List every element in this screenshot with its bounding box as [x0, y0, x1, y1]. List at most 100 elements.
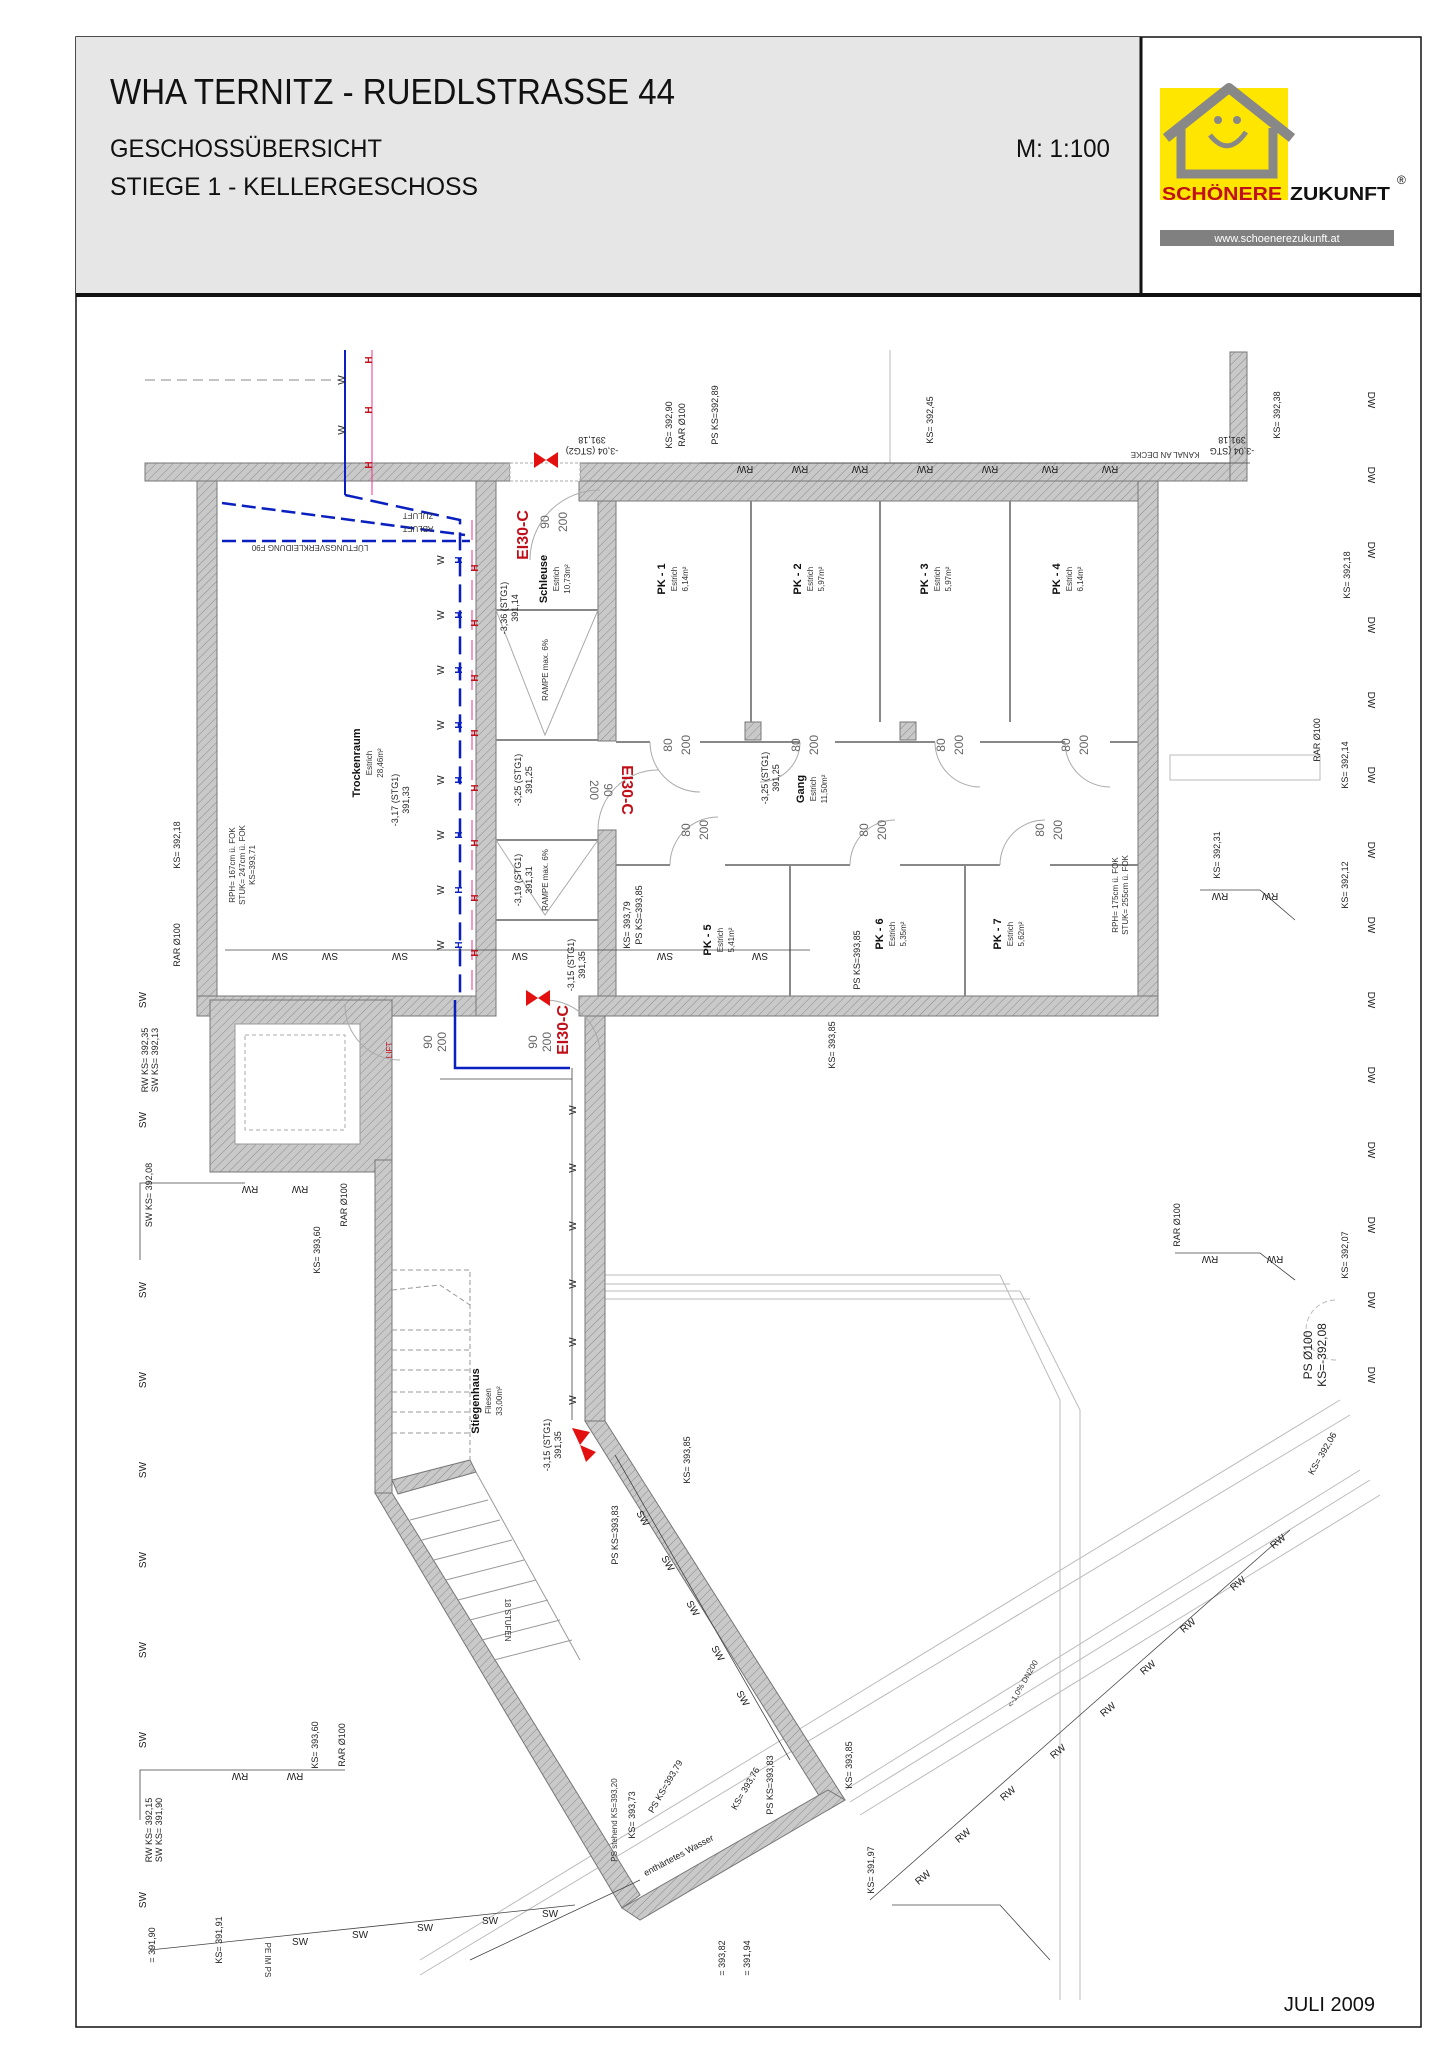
room-floor: Estrich — [809, 777, 818, 801]
room-floor: Estrich — [933, 567, 942, 591]
pipe-code-label: DW — [1365, 617, 1376, 634]
pipe-code-label: SW — [352, 1930, 369, 1941]
pipe-code-label: RW — [286, 1770, 303, 1781]
inspection-label: PS KS=393,83 — [765, 1755, 775, 1814]
door-height: 200 — [1051, 820, 1065, 840]
inspection-label: = 391,94 — [742, 1940, 752, 1975]
pipe-code-label: SW — [751, 950, 768, 961]
window-note: RPH= 167cm ü. FOK — [228, 827, 237, 903]
pipe-code-label: DW — [1365, 1367, 1376, 1384]
door-width: 80 — [1033, 823, 1047, 837]
ramp-label: RAMPE max. 6% — [541, 639, 550, 701]
pipe-code-label: H — [454, 556, 465, 563]
door-height: 200 — [807, 735, 821, 755]
steps-label: 18 STUFEN — [503, 1598, 512, 1641]
level-relative: -3,36 (STG1) — [499, 582, 509, 635]
pipe-code-label: SW — [138, 1371, 149, 1388]
room-name: PK - 7 — [992, 918, 1004, 949]
door-width: 90 — [421, 1035, 435, 1049]
pipe-code-label: SW — [138, 1111, 149, 1128]
inspection-label: KS= 392,12 — [1340, 861, 1350, 908]
pipe-code-label: H — [470, 784, 481, 791]
inspection-label: KS= 392,06 — [1306, 1431, 1338, 1477]
pipe-code-label: H — [364, 406, 375, 413]
pipe-code-label: RW — [1269, 1532, 1289, 1551]
door-width: 80 — [857, 823, 871, 837]
inspection-label: KS= 392,18 — [1342, 551, 1352, 598]
pipe-code-label: RW — [999, 1784, 1019, 1803]
level-absolute: 391,35 — [577, 951, 587, 979]
door-height: 200 — [556, 512, 570, 532]
pipe-code-label: H — [470, 729, 481, 736]
inspection-label: RW KS= 392,35 — [140, 1028, 150, 1093]
pipe-code-label: RW — [981, 463, 998, 474]
drawing-date: JULI 2009 — [1284, 1994, 1375, 2016]
pipe-code-label: W — [436, 830, 447, 840]
inspection-label: KS= 393,76 — [729, 1766, 761, 1812]
level-absolute: 391,18 — [1218, 435, 1246, 445]
pipe-code-label: SW — [138, 1641, 149, 1658]
door-height: 200 — [540, 1032, 554, 1052]
pipe-code-label: H — [454, 941, 465, 948]
room-floor: Estrich — [1006, 922, 1015, 946]
ramps — [495, 609, 599, 916]
room-area: 28,46m² — [376, 748, 385, 778]
door-height: 200 — [875, 820, 889, 840]
pipe-code-label: H — [454, 831, 465, 838]
room-area: 11,50m² — [820, 774, 829, 803]
room-area: 5,35m² — [899, 921, 908, 946]
pipe-code-label: W — [568, 1337, 579, 1347]
pipe-code-label: SW — [292, 1937, 309, 1948]
inspection-label: KS= 392,31 — [1212, 831, 1222, 878]
fire-damper-icons — [526, 452, 596, 1462]
channel-label: KANAL AN DECKE — [1131, 450, 1200, 459]
annotations: RAMPE max. 6% RAMPE max. 6% LÜFTUNGSVERK… — [228, 450, 1329, 1977]
level-absolute: 391,25 — [771, 764, 781, 792]
pipe-code-label: RW — [916, 463, 933, 474]
inspection-label: KS= 392,14 — [1340, 741, 1350, 788]
room-name: PK - 2 — [792, 563, 804, 594]
window-note: STUK= 247cm ü. FOK — [238, 824, 247, 904]
room-area: 5,41m² — [727, 927, 736, 952]
inspection-label: RAR Ø100 — [1312, 718, 1322, 762]
pipe-code-label: H — [454, 666, 465, 673]
pipe-code-label: H — [364, 461, 375, 468]
pipe-code-label: W — [436, 885, 447, 895]
level-absolute: 391,14 — [510, 594, 520, 622]
room-area: 6,14m² — [681, 566, 690, 591]
level-relative: -3,15 (STG1) — [566, 939, 576, 992]
slope-label: <-1,0% DN200 — [1006, 1658, 1040, 1709]
inspection-label: SW KS= 392,08 — [144, 1163, 154, 1227]
pipe-code-label: SW — [138, 1891, 149, 1908]
pipe-code-label: RW — [1266, 1253, 1283, 1264]
level-markers: -3,36 (STG1)391,14-3,17 (STG1)391,33-3,2… — [390, 435, 1254, 1471]
inspection-label: PS KS=393,83 — [610, 1505, 620, 1564]
inspection-label: SW KS= 392,13 — [150, 1028, 160, 1092]
exhaust-air-label: ABLUFT — [403, 524, 434, 533]
ps-d100-label: KS=-392,08 — [1315, 1323, 1329, 1387]
inspection-label: KS= 393,60 — [312, 1226, 322, 1273]
pipe-code-label: W — [436, 940, 447, 950]
pipe-code-label: DW — [1365, 767, 1376, 784]
logo-registered: ® — [1397, 173, 1406, 187]
pipe-code-label: W — [568, 1163, 579, 1173]
door-width: 80 — [679, 823, 693, 837]
inspection-label: = 393,82 — [717, 1940, 727, 1975]
room-floor: Fliesen — [484, 1388, 493, 1414]
level-relative: -3,04 (STG — [1210, 446, 1255, 456]
drawing-subtitle: GESCHOSSÜBERSICHT — [110, 135, 382, 163]
room-area: 33,00m² — [495, 1386, 504, 1416]
inspection-label: PS KS=393,79 — [646, 1758, 684, 1814]
pipe-code-label: RW — [1201, 1253, 1218, 1264]
logo-brand-part1: SCHÖNERE — [1162, 184, 1282, 204]
pipe-code-label: H — [454, 776, 465, 783]
inspection-label: PS KS=393,85 — [852, 930, 862, 989]
pipe-code-label: RW — [1099, 1700, 1119, 1719]
pipe-code-label: RW — [736, 463, 753, 474]
inspection-label: RW KS= 392,15 — [144, 1798, 154, 1863]
pipe-code-label: H — [470, 619, 481, 626]
pipe-code-label: SW — [138, 1551, 149, 1568]
room-floor: Estrich — [670, 567, 679, 591]
